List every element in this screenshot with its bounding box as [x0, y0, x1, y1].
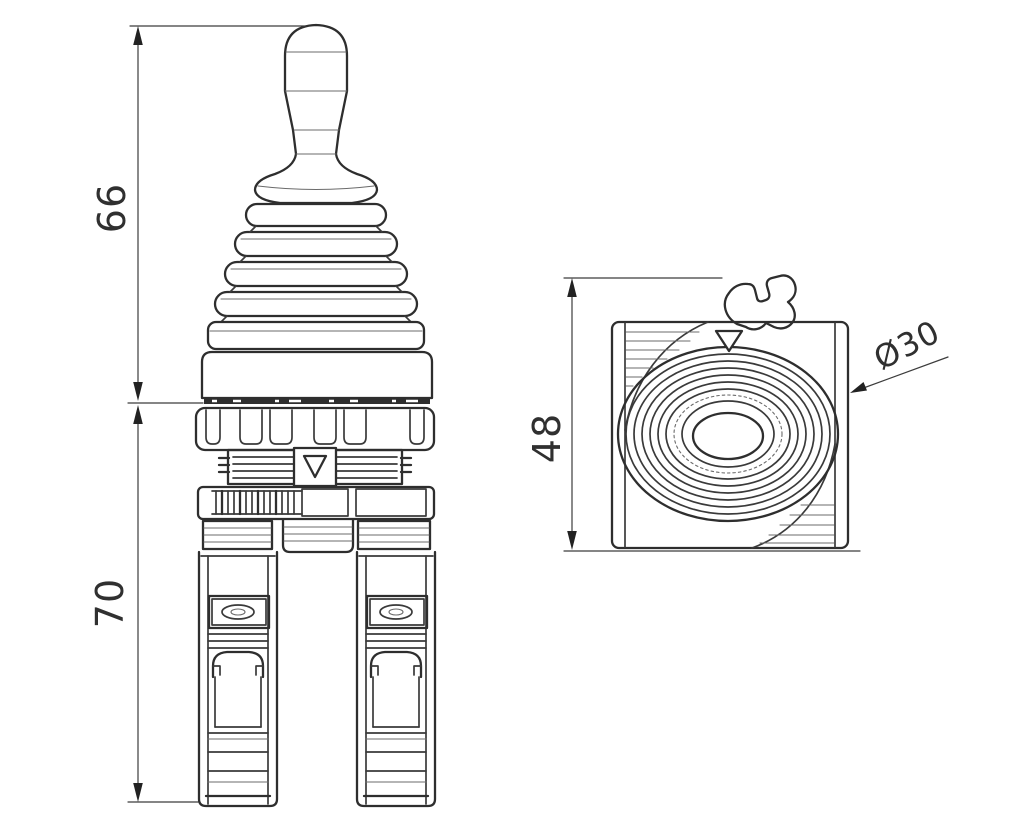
diameter-30-callout — [850, 356, 949, 393]
orientation-triangle-top — [714, 329, 744, 353]
joystick-knob — [253, 23, 379, 205]
dim-48-label: 48 — [525, 412, 569, 464]
terminal-leg-left — [197, 550, 279, 808]
contact-block-row — [201, 518, 432, 554]
switch-body — [196, 485, 436, 521]
mounting-nut — [194, 406, 436, 452]
dimension-48 — [563, 277, 861, 552]
base-bezel — [200, 350, 434, 404]
front-view — [127, 23, 437, 808]
orientation-triangle-front — [302, 454, 328, 479]
boot-rings-top — [616, 345, 840, 523]
terminal-leg-right — [355, 550, 437, 808]
dim-66-label: 66 — [90, 182, 134, 234]
bellows-boot — [206, 202, 426, 351]
dim-70-label: 70 — [88, 577, 132, 629]
dimension-66 — [127, 25, 306, 404]
top-view — [563, 274, 949, 552]
dimension-70 — [127, 405, 199, 803]
threaded-neck — [217, 446, 413, 488]
anti-rotation-tab — [723, 274, 797, 331]
